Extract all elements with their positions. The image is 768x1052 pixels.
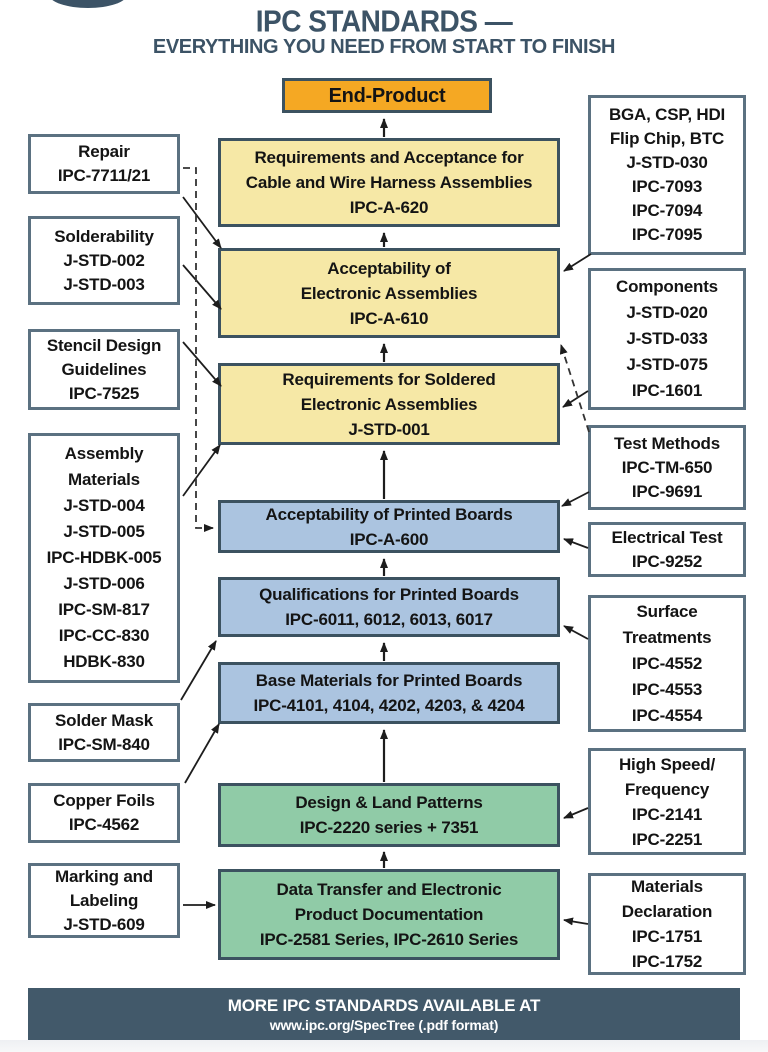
box-copper-foils-text: Copper Foils IPC-4562 — [53, 791, 155, 834]
box-materials-declaration-text: Materials Declaration IPC-1751 IPC-1752 — [621, 877, 713, 971]
page-title: IPC STANDARDS — — [255, 4, 513, 39]
box-solder-mask: Solder Mask IPC-SM-840 — [28, 703, 180, 762]
box-data-transfer-text: Data Transfer and Electronic Product Doc… — [259, 880, 519, 949]
page-subtitle: EVERYTHING YOU NEED FROM START TO FINISH — [152, 36, 616, 58]
box-base-materials: Base Materials for Printed Boards IPC-41… — [218, 662, 560, 724]
box-repair: Repair IPC-7711/21 — [28, 134, 180, 194]
box-j-std-001-text: Requirements for Soldered Electronic Ass… — [282, 369, 496, 439]
box-data-transfer: Data Transfer and Electronic Product Doc… — [218, 869, 560, 960]
box-copper-foils: Copper Foils IPC-4562 — [28, 783, 180, 843]
box-end-product: End-Product — [282, 78, 492, 113]
box-stencil-design: Stencil Design Guidelines IPC-7525 — [28, 329, 180, 410]
box-surface-treatments: Surface Treatments IPC-4552 IPC-4553 IPC… — [588, 595, 746, 732]
footer-gradient — [0, 1040, 768, 1052]
box-ipc-a-610-text: Acceptability of Electronic Assemblies I… — [300, 258, 478, 328]
box-design-land-patterns-text: Design & Land Patterns IPC-2220 series +… — [295, 793, 483, 837]
box-assembly-materials-text: Assembly Materials J-STD-004 J-STD-005 I… — [46, 444, 162, 671]
box-ipc-a-610: Acceptability of Electronic Assemblies I… — [218, 248, 560, 338]
box-repair-text: Repair IPC-7711/21 — [57, 142, 151, 185]
box-marking-labeling: Marking and Labeling J-STD-609 — [28, 863, 180, 938]
box-end-product-text: End-Product — [328, 84, 446, 107]
box-solderability-text: Solderability J-STD-002 J-STD-003 — [54, 226, 154, 294]
box-high-speed-frequency-text: High Speed/ Frequency IPC-2141 IPC-2251 — [618, 754, 716, 849]
box-ipc-a-620: Requirements and Acceptance for Cable an… — [218, 138, 560, 227]
box-design-land-patterns: Design & Land Patterns IPC-2220 series +… — [218, 783, 560, 847]
box-ipc-a-600: Acceptability of Printed Boards IPC-A-60… — [218, 500, 560, 553]
box-qualifications-text: Qualifications for Printed Boards IPC-60… — [259, 585, 519, 629]
box-electrical-test: Electrical Test IPC-9252 — [588, 522, 746, 577]
box-components: Components J-STD-020 J-STD-033 J-STD-075… — [588, 268, 746, 410]
logo-partial — [49, 0, 127, 8]
box-solder-mask-text: Solder Mask IPC-SM-840 — [55, 710, 153, 754]
footer-line1: MORE IPC STANDARDS AVAILABLE AT — [227, 995, 541, 1015]
box-qualifications: Qualifications for Printed Boards IPC-60… — [218, 577, 560, 637]
footer-banner: MORE IPC STANDARDS AVAILABLE AT www.ipc.… — [28, 988, 740, 1040]
box-j-std-001: Requirements for Soldered Electronic Ass… — [218, 363, 560, 445]
box-base-materials-text: Base Materials for Printed Boards IPC-41… — [253, 671, 525, 715]
box-materials-declaration: Materials Declaration IPC-1751 IPC-1752 — [588, 873, 746, 975]
box-assembly-materials: Assembly Materials J-STD-004 J-STD-005 I… — [28, 433, 180, 683]
box-solderability: Solderability J-STD-002 J-STD-003 — [28, 216, 180, 305]
box-surface-treatments-text: Surface Treatments IPC-4552 IPC-4553 IPC… — [622, 601, 712, 725]
footer-url: www.ipc.org/SpecTree (.pdf format) — [269, 1016, 499, 1033]
box-electrical-test-text: Electrical Test IPC-9252 — [611, 527, 723, 571]
box-ipc-a-600-text: Acceptability of Printed Boards IPC-A-60… — [265, 504, 513, 549]
box-bga-csp-hdi: BGA, CSP, HDI Flip Chip, BTC J-STD-030 I… — [588, 95, 746, 255]
box-test-methods: Test Methods IPC-TM-650 IPC-9691 — [588, 425, 746, 510]
box-stencil-design-text: Stencil Design Guidelines IPC-7525 — [46, 335, 162, 403]
box-test-methods-text: Test Methods IPC-TM-650 IPC-9691 — [614, 433, 720, 501]
box-components-text: Components J-STD-020 J-STD-033 J-STD-075… — [616, 277, 718, 400]
box-high-speed-frequency: High Speed/ Frequency IPC-2141 IPC-2251 — [588, 748, 746, 855]
box-ipc-a-620-text: Requirements and Acceptance for Cable an… — [245, 148, 533, 217]
box-marking-labeling-text: Marking and Labeling J-STD-609 — [55, 866, 153, 934]
box-bga-csp-hdi-text: BGA, CSP, HDI Flip Chip, BTC J-STD-030 I… — [608, 105, 726, 244]
